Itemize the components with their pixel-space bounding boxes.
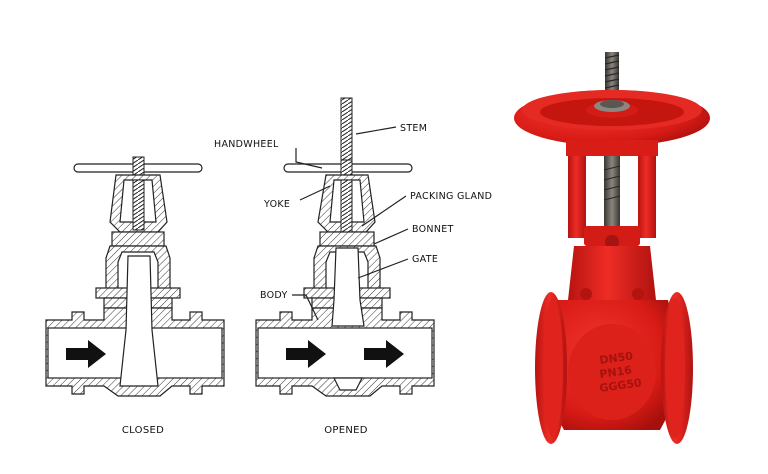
label-yoke: YOKE (263, 199, 290, 210)
mark-pn: PN16 (599, 364, 633, 381)
callouts: STEM HANDWHEEL YOKE PACKING GLAND BONNET… (214, 123, 492, 321)
mark-dn: DN50 (599, 349, 634, 367)
caption-opened: OPENED (324, 425, 368, 436)
closed-flow-arrow (66, 340, 106, 368)
valve-photo: DN50 PN16 GGG50 (514, 52, 710, 444)
label-packing-gland: PACKING GLAND (410, 191, 492, 202)
closed-gate (119, 255, 159, 387)
photo-bonnet (568, 246, 656, 300)
opened-gate (331, 247, 365, 327)
closed-packing-gland (111, 231, 165, 247)
casting-marks: DN50 PN16 GGG50 (599, 349, 643, 395)
closed-valve-drawing: CLOSED (45, 156, 225, 436)
label-handwheel: HANDWHEEL (214, 139, 279, 150)
opened-flow-arrow-2 (364, 340, 404, 368)
label-gate: GATE (412, 254, 438, 265)
mark-material: GGG50 (599, 376, 643, 395)
opened-packing-gland (319, 231, 375, 247)
label-body: BODY (260, 290, 288, 301)
label-stem: STEM (400, 123, 427, 134)
photo-yoke (568, 140, 586, 238)
label-bonnet: BONNET (412, 224, 454, 235)
opened-flow-arrow-1 (286, 340, 326, 368)
opened-valve-drawing: OPENED (255, 97, 435, 436)
caption-closed: CLOSED (122, 425, 164, 436)
